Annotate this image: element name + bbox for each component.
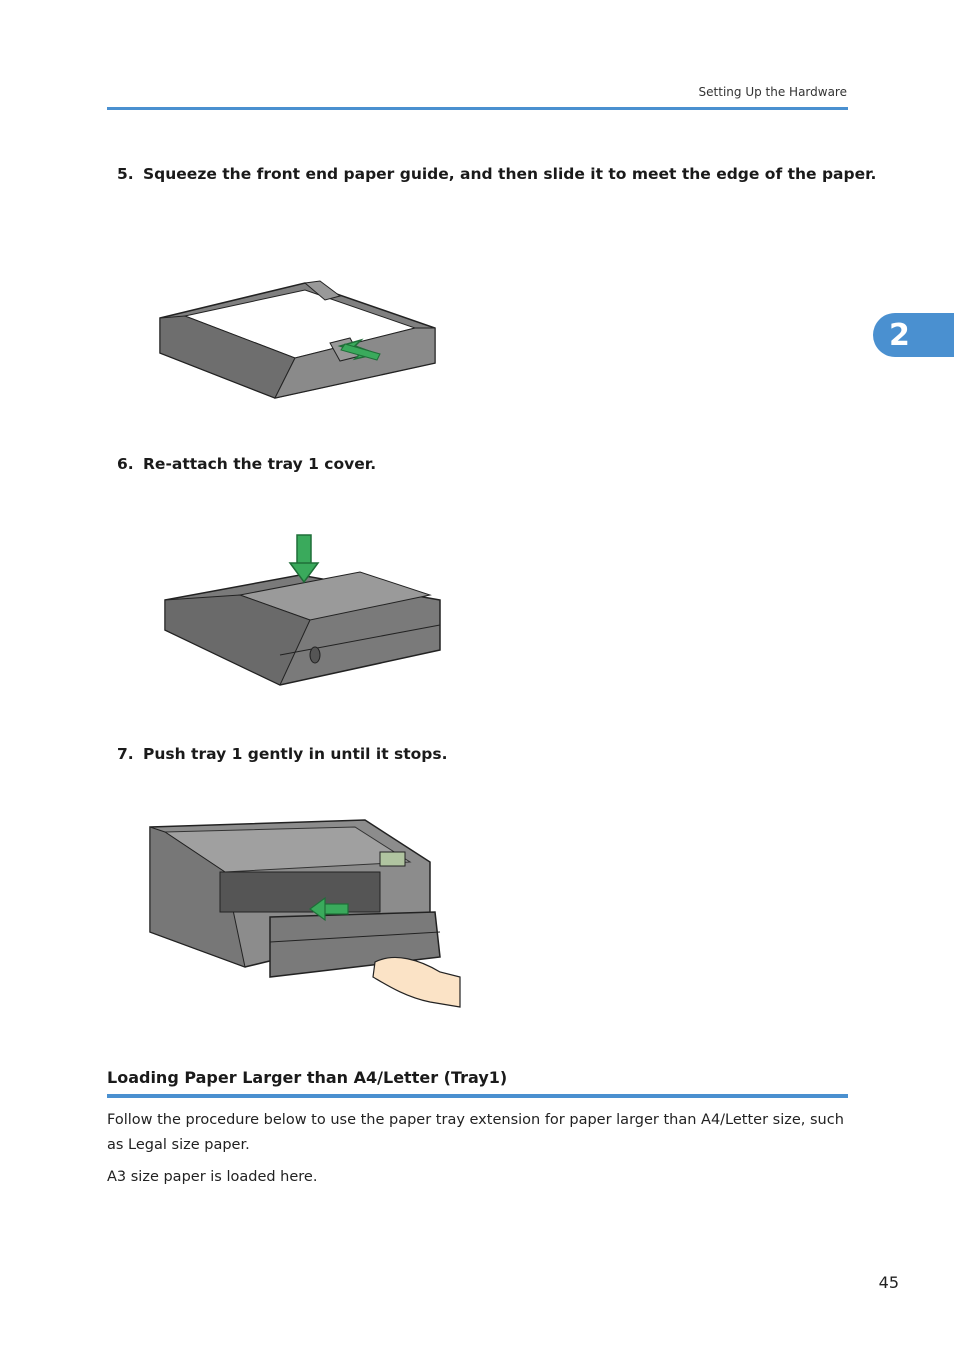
printer-push-tray-illustration [149,819,461,1008]
step-6: 6. Re-attach the tray 1 cover. [117,455,376,473]
chapter-number: 2 [889,317,910,353]
step-text: Push tray 1 gently in until it stops. [143,745,448,763]
step-7: 7. Push tray 1 gently in until it stops. [117,745,448,763]
running-header: Setting Up the Hardware [698,85,847,99]
step-number: 7. [117,745,134,763]
section-rule [107,1094,848,1098]
section-heading: Loading Paper Larger than A4/Letter (Tra… [107,1068,508,1087]
step-number: 5. [117,165,134,183]
page-number: 45 [878,1273,899,1292]
section-paragraph-2: A3 size paper is loaded here. [107,1169,318,1185]
paper-tray-guide-illustration [159,280,436,399]
step-text: Re-attach the tray 1 cover. [143,455,377,473]
section-paragraph-1: Follow the procedure below to use the pa… [107,1112,844,1153]
chapter-tab: 2 [873,313,954,357]
green-arrow-icon [296,534,312,566]
step-5: 5. Squeeze the front end paper guide, and… [117,165,876,183]
step-text: Squeeze the front end paper guide, and t… [143,165,877,183]
header-rule [107,107,848,110]
tray-cover-illustration [164,534,441,686]
step-number: 6. [117,455,134,473]
hand-icon [372,956,461,1008]
